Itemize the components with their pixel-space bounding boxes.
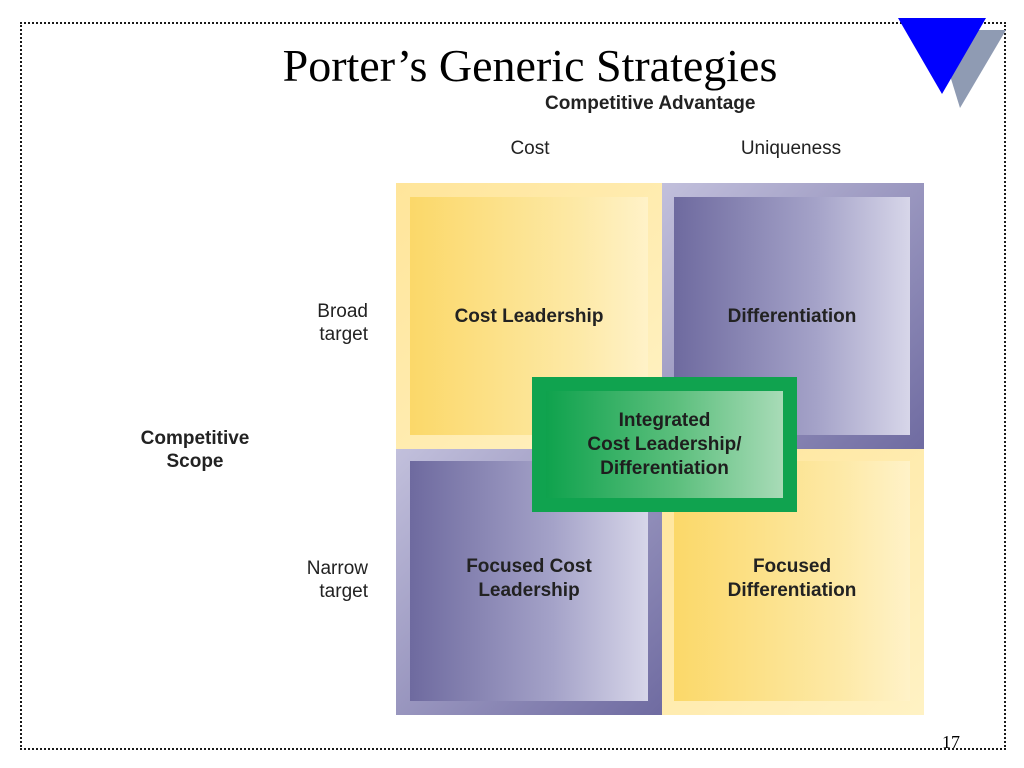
cell-focused-cost-leadership: Focused Cost Leadership: [396, 449, 662, 715]
column-label-cost: Cost: [510, 138, 550, 159]
row-label-broad-target: Broad target: [317, 301, 368, 345]
logo-triangle-icon: [898, 18, 1006, 108]
slide-frame: [20, 22, 1006, 750]
row-label-narrow-target: Narrow target: [306, 558, 368, 602]
page-number: 17: [942, 732, 960, 752]
cell-integrated-label: Integrated Cost Leadership/ Differentiat…: [546, 391, 783, 498]
slide-title: Porter’s Generic Strategies: [282, 40, 778, 91]
competitive-scope-label: Competitive Scope: [140, 428, 250, 472]
competitive-advantage-label: Competitive Advantage: [545, 93, 756, 114]
column-label-uniqueness: Uniqueness: [740, 138, 842, 159]
cell-integrated: Integrated Cost Leadership/ Differentiat…: [532, 377, 797, 512]
